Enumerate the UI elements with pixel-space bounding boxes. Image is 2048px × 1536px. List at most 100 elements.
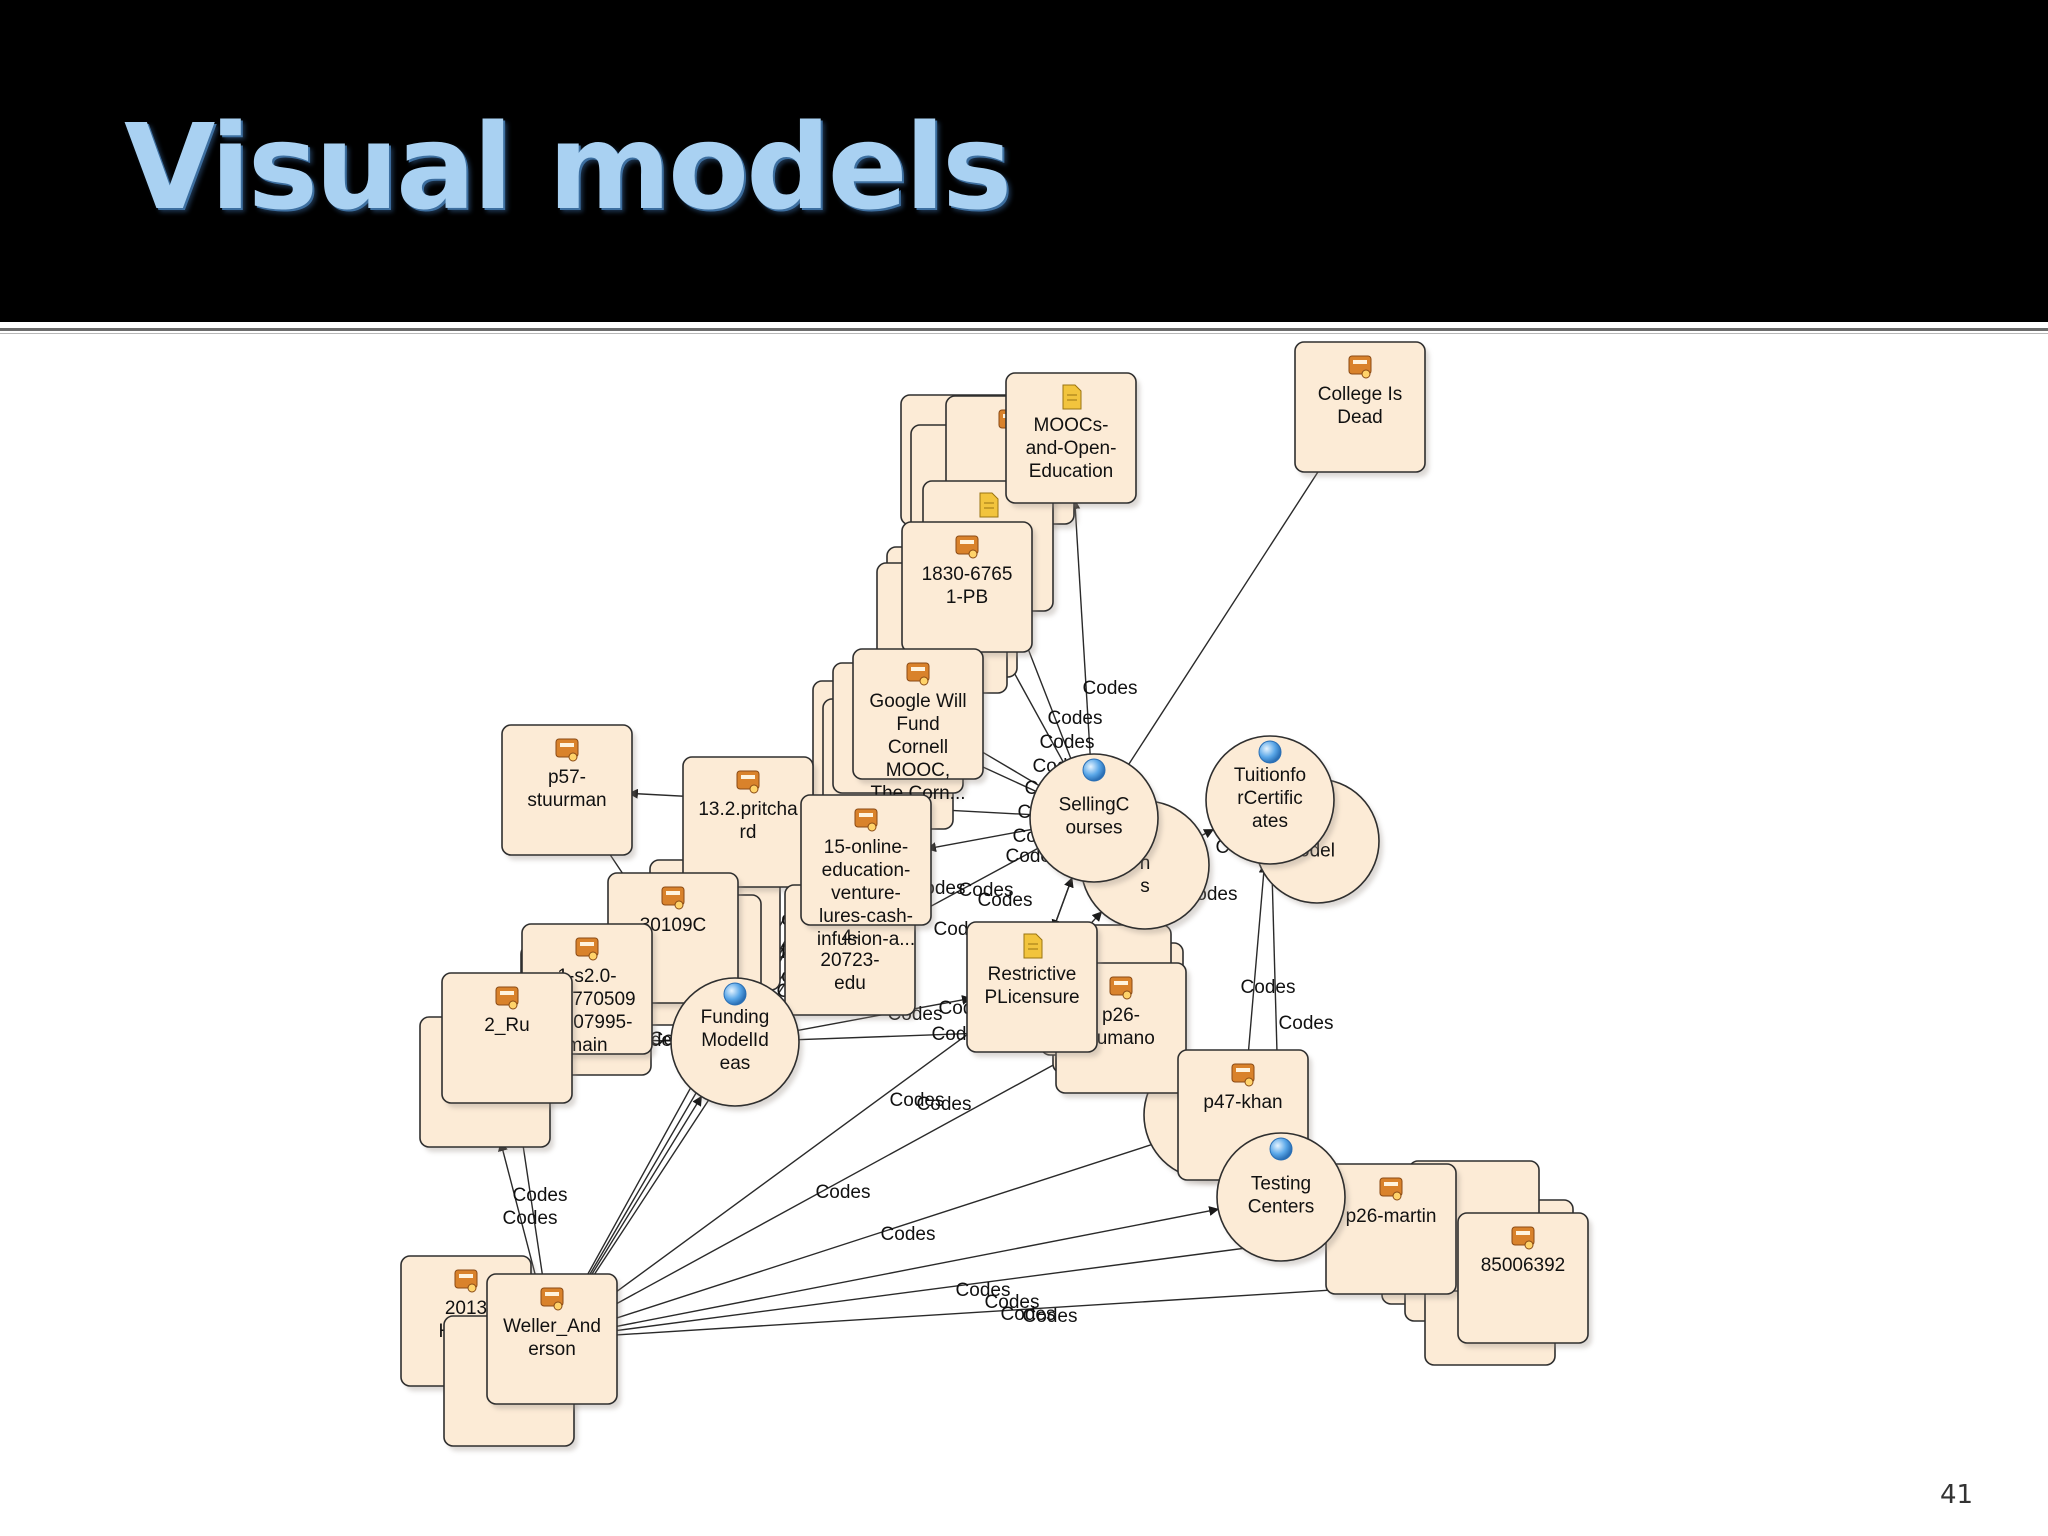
edge-label: Codes: [978, 890, 1033, 911]
node-label: rCertific: [1237, 788, 1302, 809]
node-label: Testing: [1251, 1174, 1311, 1195]
edge-label: Codes: [985, 1292, 1040, 1313]
node-label: infusion-a...: [817, 929, 915, 950]
edge-label: Codes: [513, 1185, 568, 1206]
edge-label: Codes: [1241, 977, 1296, 998]
pdf-icon: [555, 738, 579, 762]
node-label: ModelId: [701, 1030, 769, 1051]
pdf-icon: [1231, 1063, 1255, 1087]
edge-label: Codes: [503, 1208, 558, 1229]
edge-arrow: [587, 1233, 1331, 1336]
node-label: MOOC,: [886, 760, 950, 781]
pdf-icon: [495, 986, 519, 1010]
node-label: 15-online-: [824, 837, 909, 858]
node-label: Cornell: [888, 737, 948, 758]
node-label: ourses: [1065, 818, 1122, 839]
node-label: Google Will: [869, 691, 966, 712]
node-mooc-open-education[interactable]: MOOCs-and-Open-Education: [1005, 372, 1140, 508]
node-label: 1830-6765: [922, 564, 1013, 585]
edge-label: Codes: [881, 1224, 936, 1245]
node-label: Centers: [1248, 1197, 1315, 1218]
pdf-icon: [1348, 355, 1372, 379]
edge-label: Codes: [816, 1182, 871, 1203]
edge-label: Codes: [1048, 708, 1103, 729]
node-label: 2_Ru: [484, 1015, 529, 1036]
sphere-icon: [1258, 740, 1282, 764]
edge-label: Codes: [917, 1094, 972, 1115]
title-bar: [0, 0, 2048, 322]
note-icon: [979, 492, 999, 518]
node-label: erson: [528, 1339, 576, 1360]
node-label: Education: [1029, 461, 1114, 482]
pdf-icon: [955, 535, 979, 559]
note-icon: [1023, 933, 1043, 959]
edge-arrow: [580, 1023, 983, 1319]
node-p26-martin[interactable]: p26-martin: [1325, 1163, 1460, 1299]
node-label: p47-khan: [1203, 1092, 1282, 1113]
sphere-icon: [1269, 1137, 1293, 1161]
node-label: 1-PB: [946, 587, 988, 608]
edge-arrow: [583, 1057, 1068, 1323]
node-label: venture-: [831, 883, 901, 904]
node-label: p57-: [548, 767, 586, 788]
edge-label: Codes: [956, 1280, 1011, 1301]
node-p57-stuurman[interactable]: p57-stuurman: [501, 724, 636, 860]
edge-label: Codes: [1001, 1304, 1056, 1325]
title-divider-thin: [0, 333, 2048, 334]
node-label: SellingC: [1059, 795, 1130, 816]
node-label: Fund: [896, 714, 939, 735]
edge-label: Codes: [1083, 678, 1138, 699]
node-label: main: [566, 1035, 607, 1056]
edge-arrow: [1245, 862, 1269, 1080]
edge-arrow: [1070, 498, 1093, 780]
sphere-icon: [1082, 758, 1106, 782]
node-label: edu: [834, 973, 866, 994]
node-label: 30109C: [640, 915, 707, 936]
node-label: Tuitionfo: [1234, 765, 1306, 786]
slide-title: Visual models: [124, 98, 1012, 236]
pdf-icon: [736, 770, 760, 794]
pdf-icon: [906, 662, 930, 686]
node-label: 20723-: [820, 950, 879, 971]
node-label: p26-: [1102, 1005, 1140, 1026]
page-number: 41: [1940, 1480, 1974, 1510]
node-doc-2-ru[interactable]: 2_Ru: [441, 972, 576, 1108]
edge-label: Codes: [959, 880, 1014, 901]
node-label: rd: [740, 822, 757, 843]
node-label: Funding: [701, 1007, 770, 1028]
node-label: Restrictive: [988, 964, 1077, 985]
pdf-icon: [575, 937, 599, 961]
edge-label: Codes: [1279, 1013, 1334, 1034]
node-label: Weller_And: [503, 1316, 601, 1337]
node-label: 85006392: [1481, 1255, 1566, 1276]
node-label: sumano: [1087, 1028, 1155, 1049]
node-label: PLicensure: [984, 987, 1079, 1008]
edge-arrow: [1114, 458, 1327, 787]
edge-label: Codes: [1023, 1306, 1078, 1327]
pdf-icon: [1511, 1226, 1535, 1250]
edge-label: Codes: [1040, 732, 1095, 753]
node-label: College Is: [1318, 384, 1403, 405]
pdf-icon: [1379, 1177, 1403, 1201]
node-label: and-Open-: [1026, 438, 1117, 459]
pdf-icon: [1109, 976, 1133, 1000]
node-label: education-: [822, 860, 911, 881]
node-label: lures-cash-: [819, 906, 913, 927]
node-online-education[interactable]: 15-online-education-venture-lures-cash-i…: [800, 794, 935, 950]
note-icon: [1062, 384, 1082, 410]
node-label: eas: [720, 1053, 751, 1074]
title-divider: [0, 328, 2048, 331]
node-doc-85006392[interactable]: 85006392: [1457, 1212, 1592, 1348]
edge-arrow: [587, 1206, 1220, 1333]
sphere-icon: [723, 982, 747, 1006]
